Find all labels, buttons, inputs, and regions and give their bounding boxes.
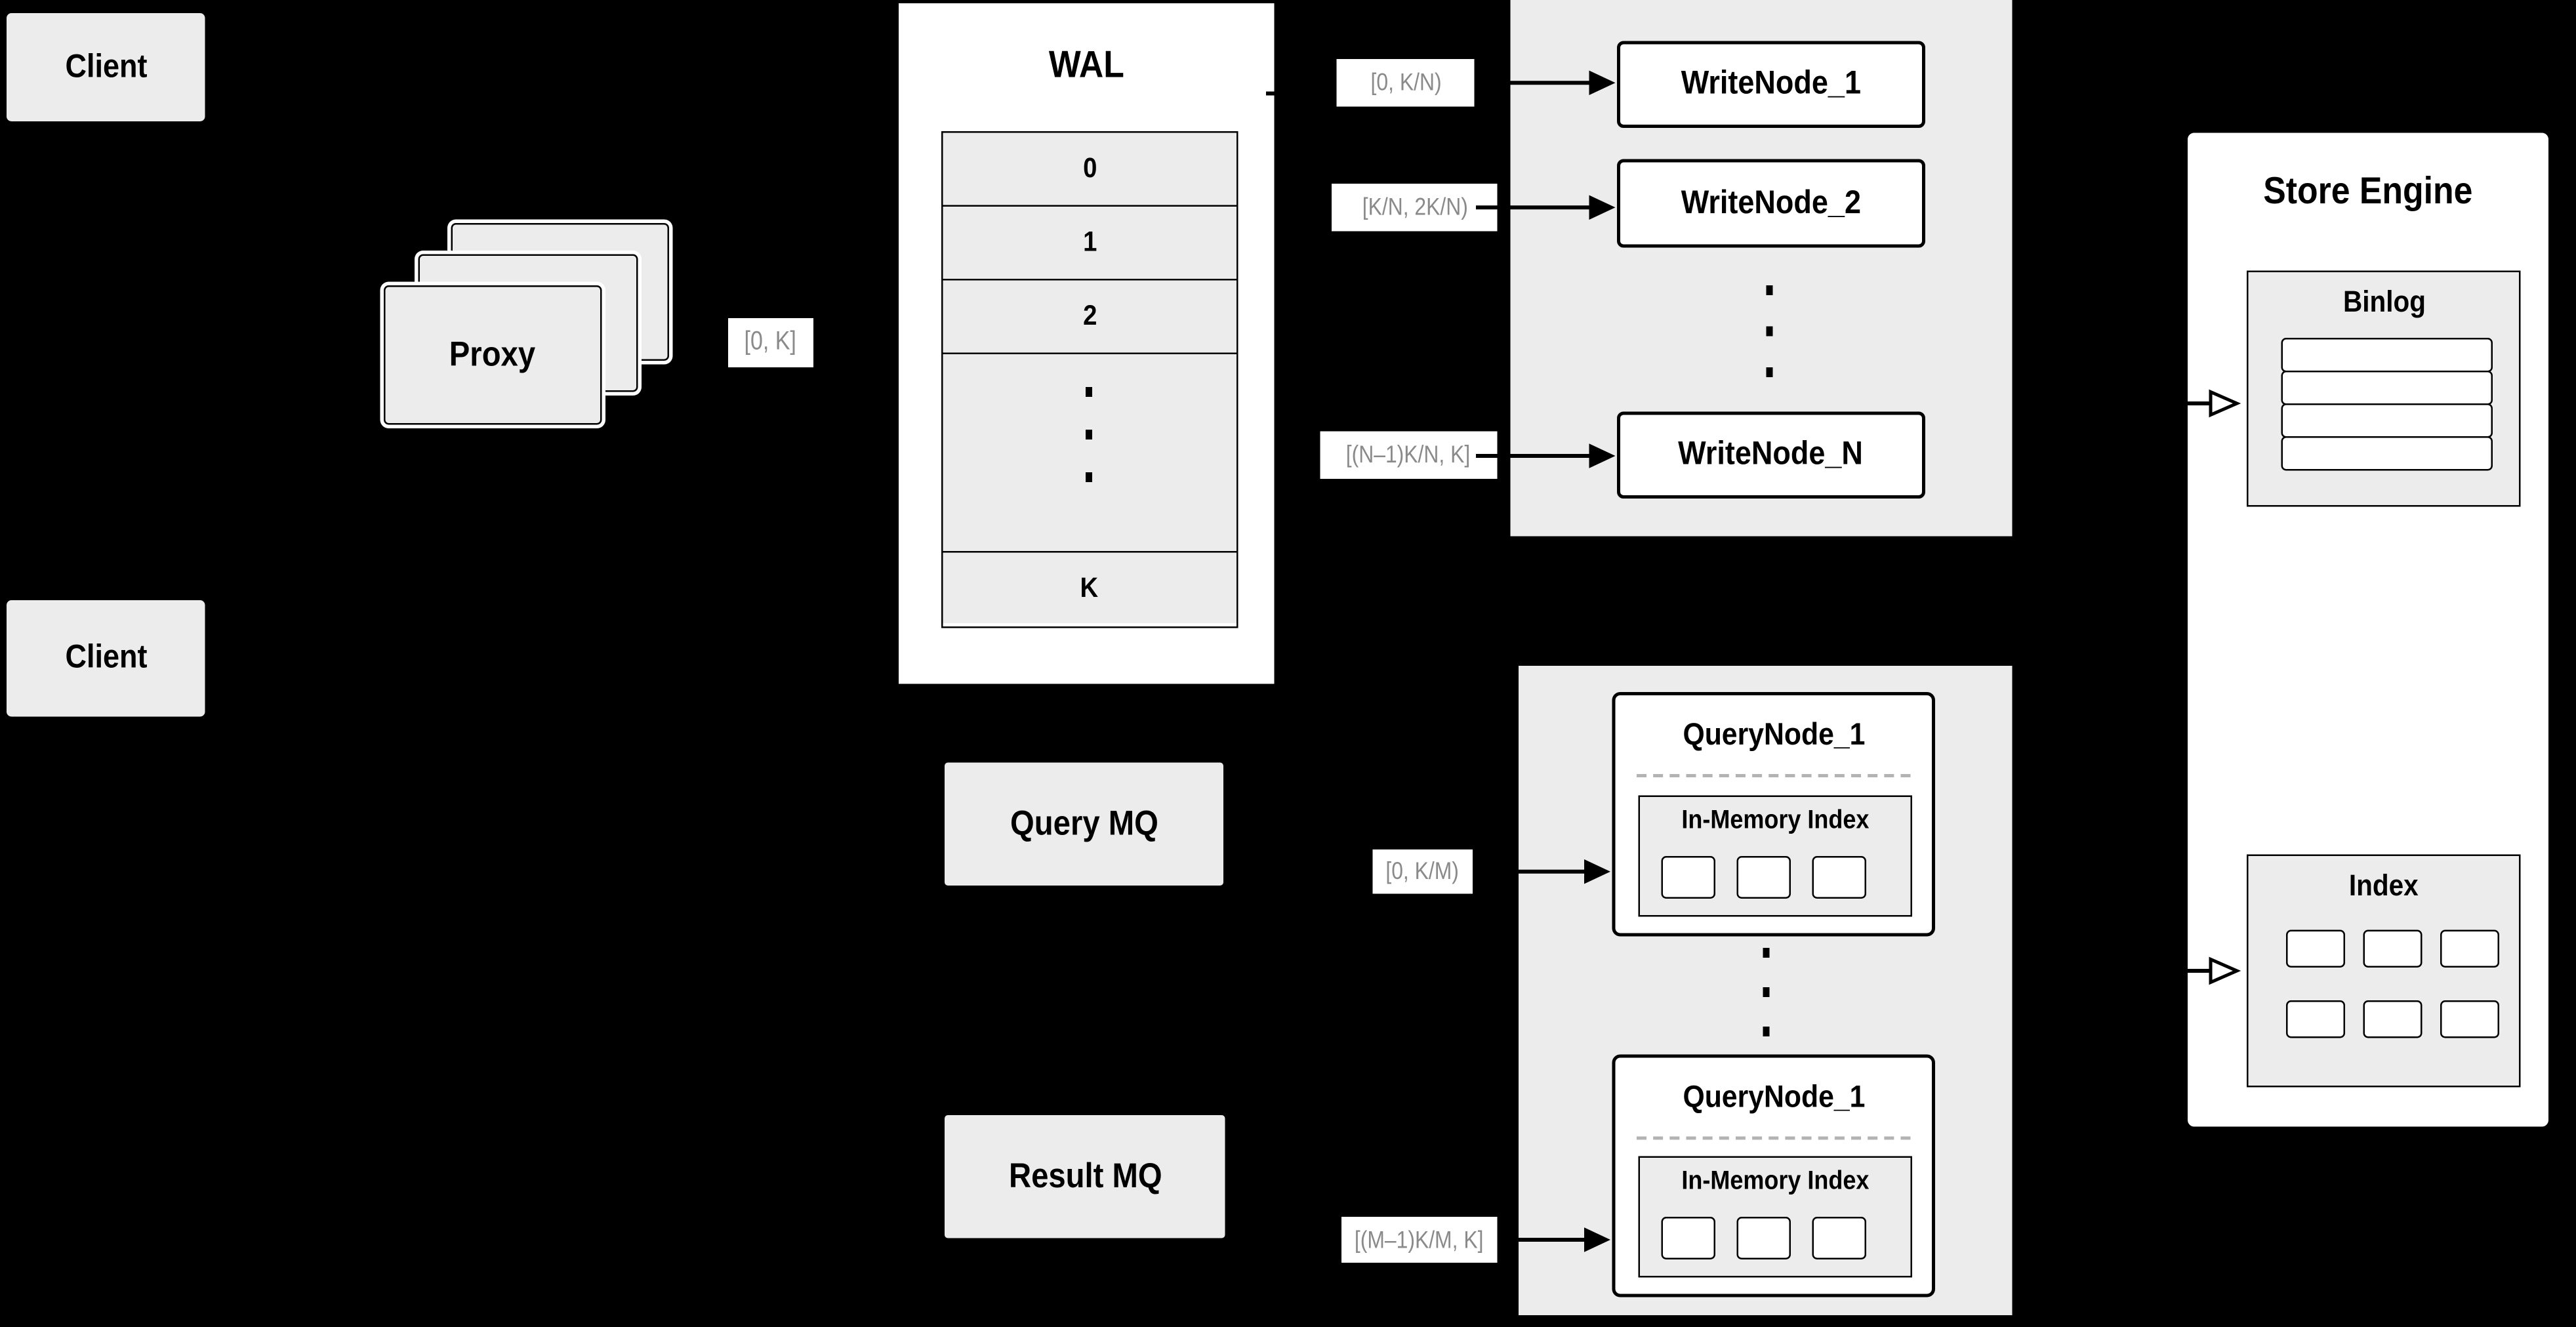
- query-node-m-title-wrap: QueryNode_1: [1682, 1080, 1865, 1116]
- in-memory-index-1-title-wrap: In-Memory Index: [1681, 807, 1870, 835]
- edge-label-mq-qn1: [0, K/M): [1372, 849, 1473, 894]
- query-mq-node: Query MQ: [945, 762, 1223, 886]
- index-square: [2363, 1000, 2423, 1038]
- wal-row-1: 1: [943, 207, 1237, 281]
- write-node-1: WriteNode_1: [1617, 41, 1925, 128]
- index-square: [2440, 1000, 2499, 1038]
- in-memory-index-2: In-Memory Index: [1638, 1156, 1912, 1278]
- segment-square: [1736, 1217, 1791, 1259]
- dashed-divider: [1637, 774, 1911, 777]
- index-box: Index: [2247, 854, 2521, 1088]
- segment-square: [1812, 856, 1866, 899]
- dashed-divider: [1637, 1136, 1911, 1140]
- wal-title-wrap: WAL: [899, 39, 1275, 89]
- index-title-wrap: Index: [2348, 868, 2419, 901]
- segment-square: [1812, 1217, 1866, 1259]
- client-node-top: Client: [7, 13, 205, 121]
- ellipsis-dot: [1763, 1027, 1769, 1036]
- binlog-title-wrap: Binlog: [2342, 284, 2425, 317]
- ellipsis-dot: [1763, 987, 1769, 996]
- store-engine-container: Store Engine Binlog Index: [2182, 128, 2554, 1132]
- segment-square: [1736, 856, 1791, 899]
- wal-row-ellipsis: [943, 354, 1237, 553]
- index-square: [2286, 1000, 2345, 1038]
- write-node-2: WriteNode_2: [1617, 159, 1925, 248]
- ellipsis-dot: [1763, 948, 1769, 957]
- in-memory-index-1: In-Memory Index: [1638, 795, 1912, 917]
- binlog-row: [2281, 403, 2493, 438]
- client-bottom-label: Client: [64, 640, 147, 676]
- ellipsis-dot: [1086, 430, 1092, 439]
- in-memory-index-2-title-wrap: In-Memory Index: [1681, 1168, 1870, 1196]
- edge-label-wal-wn2: [K/N, 2K/N): [1332, 184, 1498, 232]
- index-square: [2440, 929, 2499, 968]
- query-node-m: QueryNode_1 In-Memory Index: [1612, 1054, 1935, 1297]
- binlog-row: [2281, 436, 2493, 471]
- wal-log-table: 0 1 2 K: [941, 131, 1238, 628]
- segment-square: [1661, 856, 1715, 899]
- client-node-bottom: Client: [7, 600, 205, 717]
- wal-title: WAL: [1048, 41, 1124, 85]
- client-top-label: Client: [64, 48, 147, 85]
- ellipsis-dot: [1766, 367, 1772, 377]
- wal-row-k: K: [943, 552, 1237, 623]
- edge-label-proxy-wal: [0, K]: [728, 318, 813, 367]
- proxy-node: Proxy: [384, 285, 602, 425]
- binlog-row: [2281, 371, 2493, 405]
- index-square: [2286, 929, 2345, 968]
- write-node-n: WriteNode_N: [1617, 411, 1925, 499]
- wal-container: WAL 0 1 2 K: [895, 0, 1278, 687]
- proxy-label: Proxy: [449, 335, 536, 373]
- wal-row-0: 0: [943, 133, 1237, 207]
- binlog-row: [2281, 338, 2493, 373]
- edge-label-wal-wn1: [0, K/N): [1336, 59, 1475, 107]
- ellipsis-dot: [1766, 326, 1772, 336]
- wal-row-2: 2: [943, 280, 1237, 354]
- ellipsis-dot: [1086, 387, 1092, 396]
- edge-label-wal-wnN: [(N–1)K/N, K]: [1320, 431, 1498, 479]
- segment-square: [1661, 1217, 1715, 1259]
- query-node-1-title-wrap: QueryNode_1: [1682, 718, 1865, 753]
- store-engine-title-wrap: Store Engine: [2263, 168, 2473, 211]
- binlog-box: Binlog: [2247, 270, 2521, 507]
- ellipsis-dot: [1086, 472, 1092, 481]
- index-square: [2363, 929, 2423, 968]
- ellipsis-dot: [1766, 285, 1772, 295]
- edge-label-mq-qnM: [(M–1)K/M, K]: [1341, 1217, 1498, 1263]
- query-node-1: QueryNode_1 In-Memory Index: [1612, 692, 1935, 937]
- result-mq-node: Result MQ: [945, 1115, 1225, 1238]
